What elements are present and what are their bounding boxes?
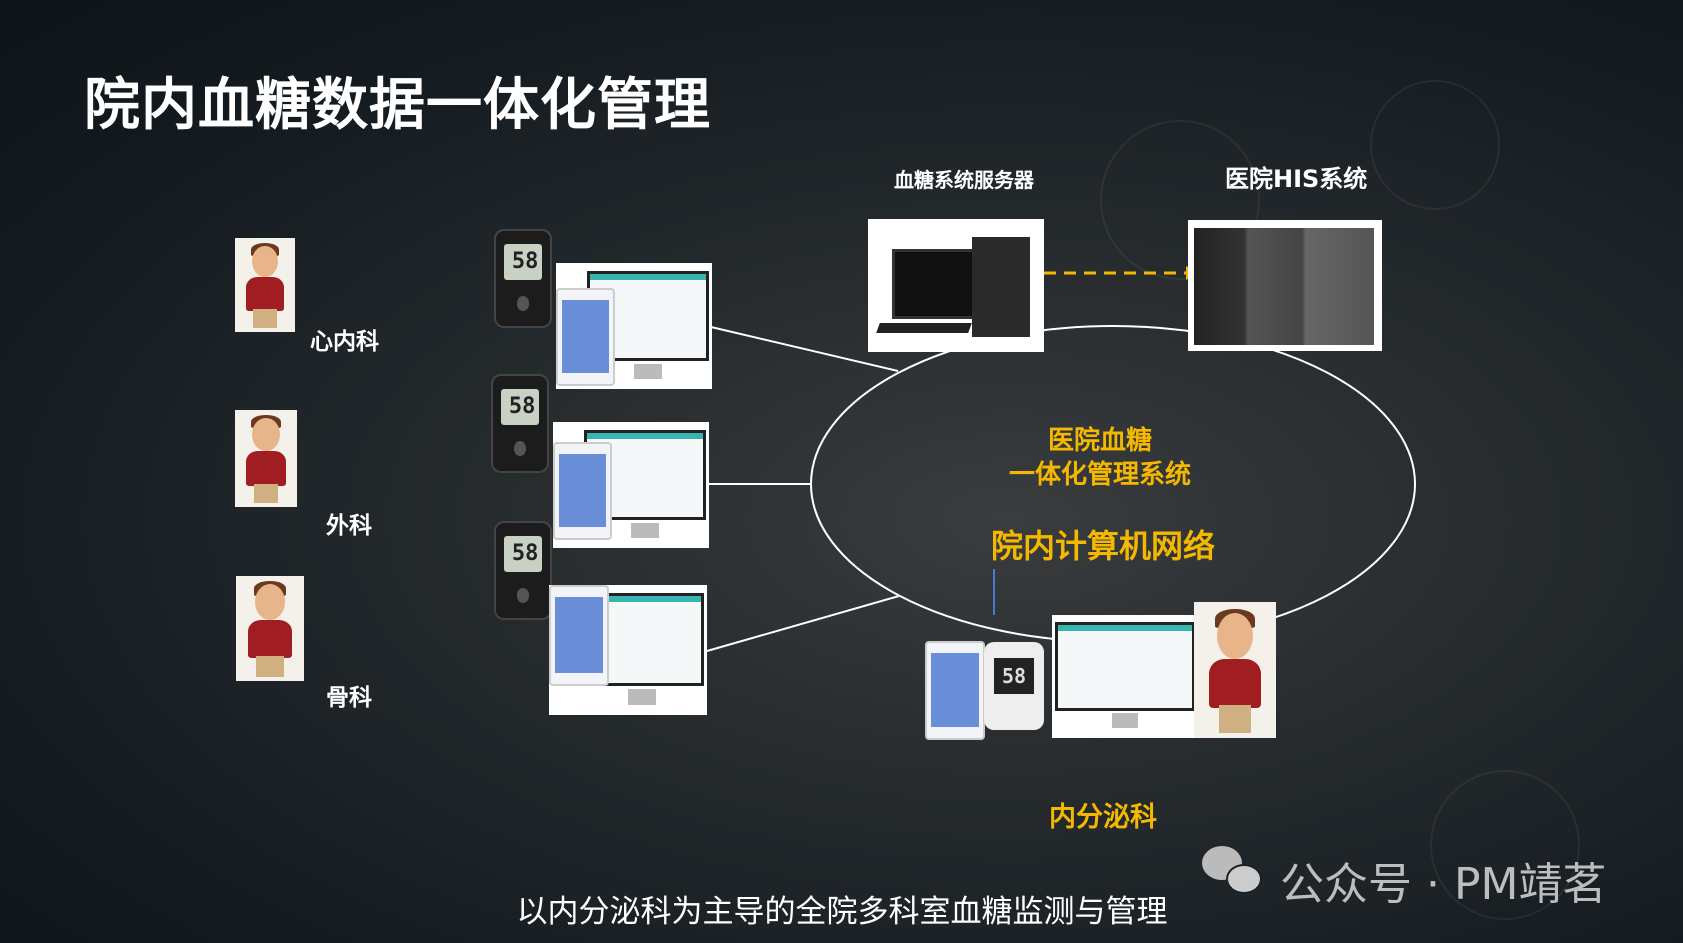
background-decoration [1430, 770, 1580, 920]
dept-label-endocrinology: 内分泌科 [1049, 802, 1157, 833]
workstation-monitor-icon [556, 263, 712, 389]
glucose-meter-icon: 58 [494, 229, 552, 328]
dept-label-surgery: 外科 [326, 513, 372, 539]
meter-reading: 58 [503, 536, 543, 573]
server-label: 血糖系统服务器 [894, 168, 1034, 192]
glucose-meter-icon: 58 [494, 521, 552, 620]
his-label: 医院HIS系统 [1225, 165, 1368, 193]
doctor-avatar-orthopedics [236, 576, 304, 681]
connector-line [710, 326, 899, 372]
mobile-app-icon [925, 641, 985, 740]
glucose-meter-icon: 58 [491, 374, 549, 473]
system-name-line1: 医院血糖 [1047, 426, 1152, 456]
meter-reading: 58 [500, 389, 540, 426]
wechat-icon [1202, 846, 1266, 898]
system-name-line2: 一体化管理系统 [1008, 460, 1191, 490]
workstation-monitor-icon [549, 585, 707, 715]
background-decoration [1100, 120, 1260, 280]
workstation-monitor-icon [553, 422, 709, 548]
server-computer-icon [868, 219, 1044, 352]
caption: 以内分泌科为主导的全院多科室血糖监测与管理 [516, 894, 1168, 930]
watermark-text: 公众号 · PM靖茗 [1280, 859, 1607, 910]
doctor-avatar-surgery [235, 410, 297, 507]
dept-label-orthopedics: 骨科 [326, 685, 372, 711]
doctor-avatar-endocrinology [1194, 602, 1276, 738]
dept-label-cardiology: 心内科 [310, 329, 379, 355]
meter-reading: 58 [994, 658, 1034, 694]
workstation-monitor-icon [1052, 615, 1198, 738]
page-title: 院内血糖数据一体化管理 [84, 73, 711, 138]
doctor-avatar-cardiology [235, 238, 295, 332]
glucose-meter-icon: 58 [984, 642, 1044, 730]
network-label: 院内计算机网络 [990, 527, 1215, 565]
background-decoration [1370, 80, 1500, 210]
his-server-icon [1188, 220, 1382, 351]
meter-reading: 58 [503, 244, 543, 281]
connector-line [706, 595, 900, 652]
